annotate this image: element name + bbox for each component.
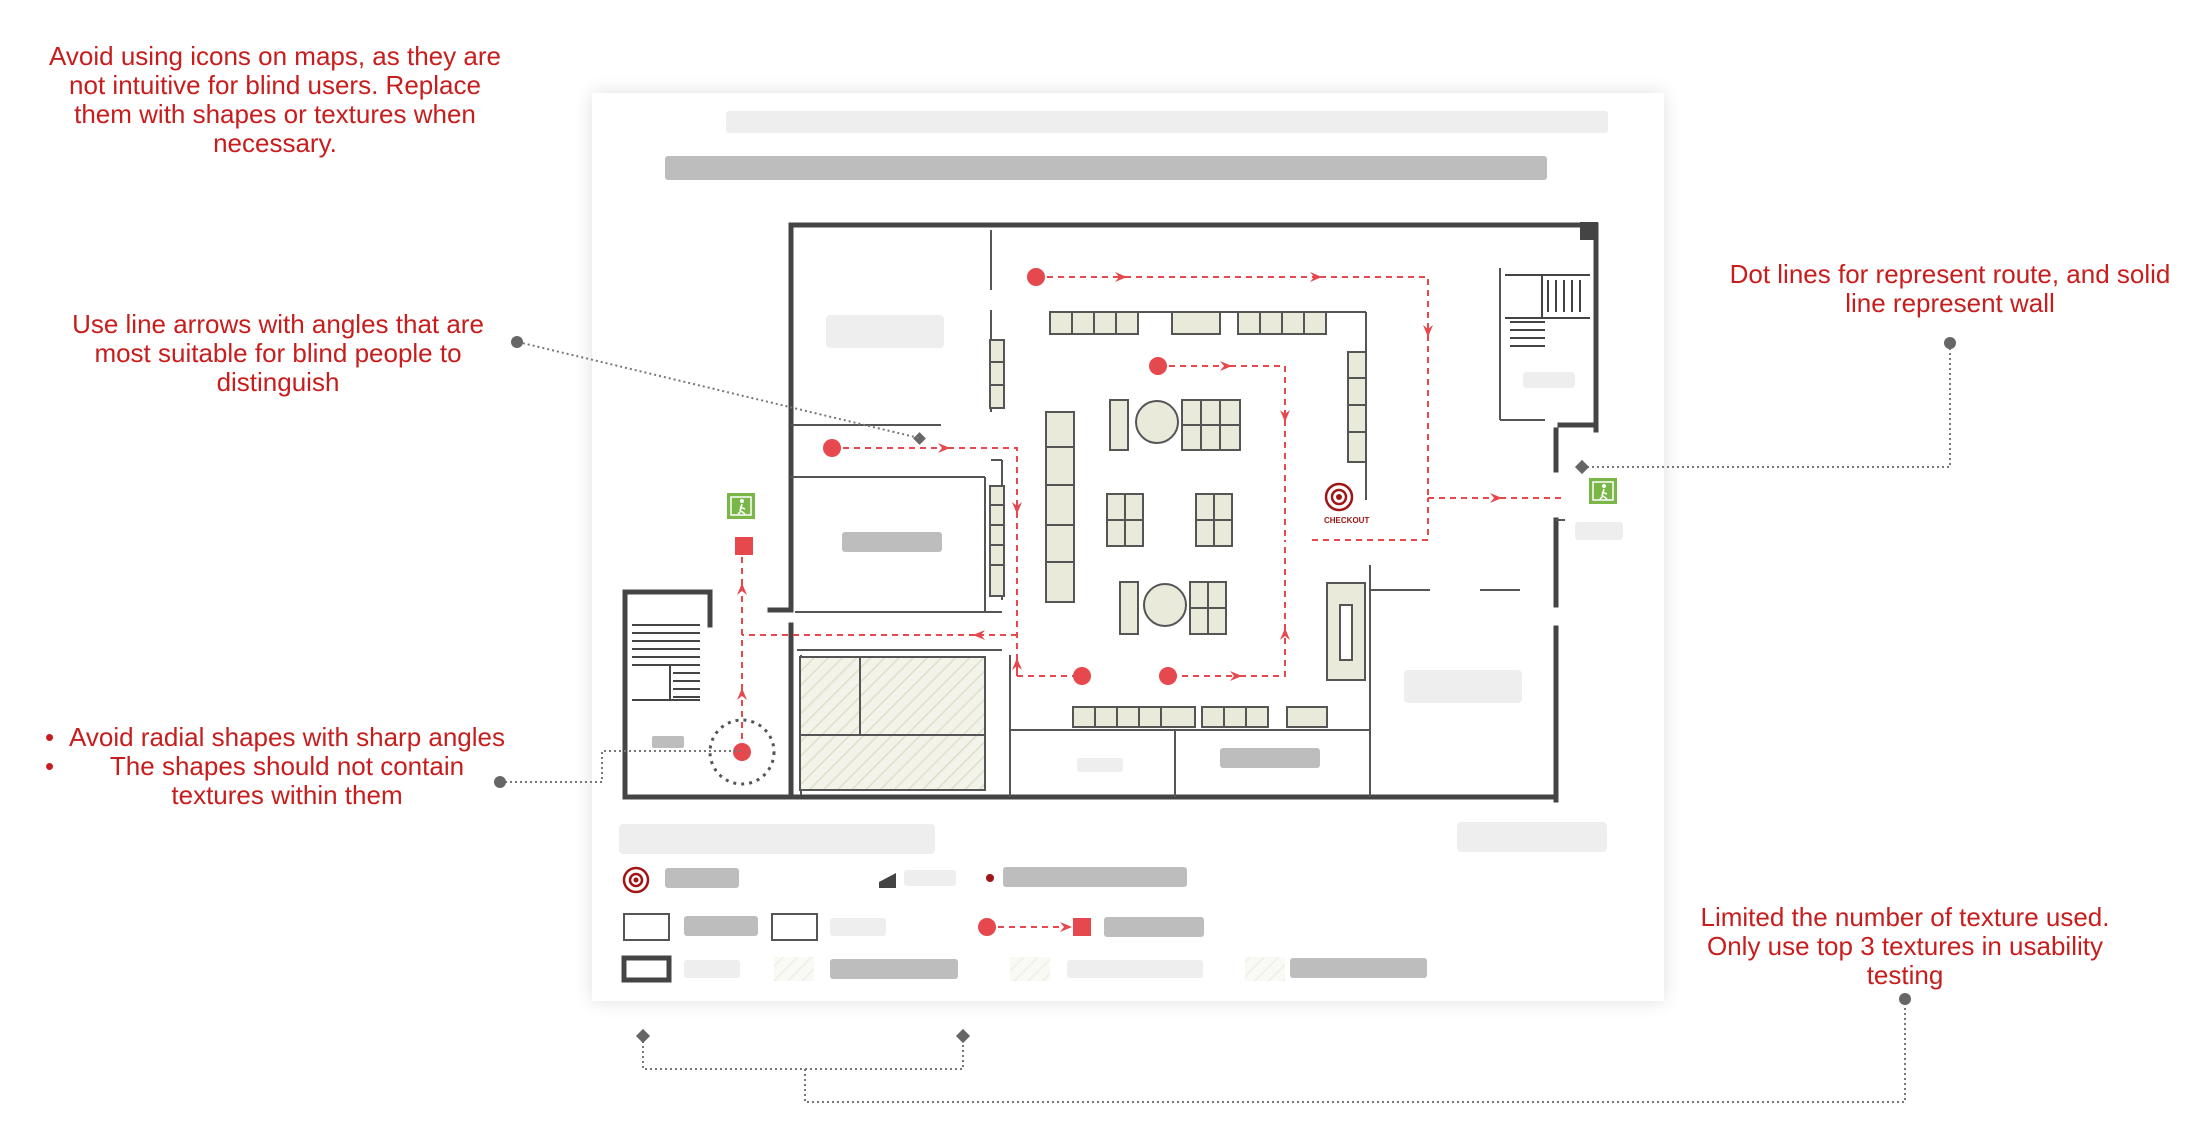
callout-connectors	[500, 341, 1951, 1103]
callout-endpoints	[494, 336, 1956, 1044]
arrows-annotation: Use line arrows with angles that are mos…	[72, 309, 484, 397]
diamond-marker	[913, 432, 926, 445]
counter-label: CHECKOUT	[1324, 516, 1369, 525]
room-label-placeholder	[1523, 372, 1575, 388]
radial-note-item: The shapes should not contain textures w…	[45, 752, 505, 810]
exit-sign-icon	[727, 493, 755, 519]
legend	[619, 822, 1607, 983]
title-placeholder-bar	[665, 156, 1547, 180]
icons-annotation: Avoid using icons on maps, as they are n…	[49, 41, 501, 158]
room-label-placeholder	[1575, 522, 1623, 540]
radial-shapes-annotation: Avoid radial shapes with sharp angles Th…	[45, 723, 505, 810]
room-label-placeholder	[652, 736, 684, 748]
radial-note-item: Avoid radial shapes with sharp angles	[45, 723, 505, 753]
room-label-placeholder	[826, 315, 944, 348]
furniture	[989, 311, 1367, 728]
round-table	[1143, 583, 1187, 627]
destination-square-icon	[735, 537, 753, 555]
room-label-placeholder	[1077, 758, 1123, 772]
stairs-icon	[1505, 274, 1590, 347]
exit-sign-icon	[1589, 478, 1617, 504]
stairs-icon	[632, 620, 700, 701]
start-dot-icon	[733, 268, 1177, 761]
room-label-placeholder	[1220, 748, 1320, 768]
route-annotation: Dot lines for represent route, and solid…	[1729, 259, 2171, 318]
radial-shape	[708, 718, 776, 786]
header-placeholder-bar	[726, 111, 1608, 133]
room-label-placeholder	[842, 532, 942, 552]
target-icon	[1324, 482, 1354, 512]
texture-annotation: Limited the number of texture used. Only…	[1700, 902, 2110, 990]
corner-pillar	[1580, 222, 1598, 240]
walls	[622, 222, 1599, 803]
hatched-room	[799, 656, 986, 791]
target-icon	[622, 866, 650, 894]
round-table	[1135, 400, 1179, 444]
room-label-placeholder	[1404, 670, 1522, 703]
